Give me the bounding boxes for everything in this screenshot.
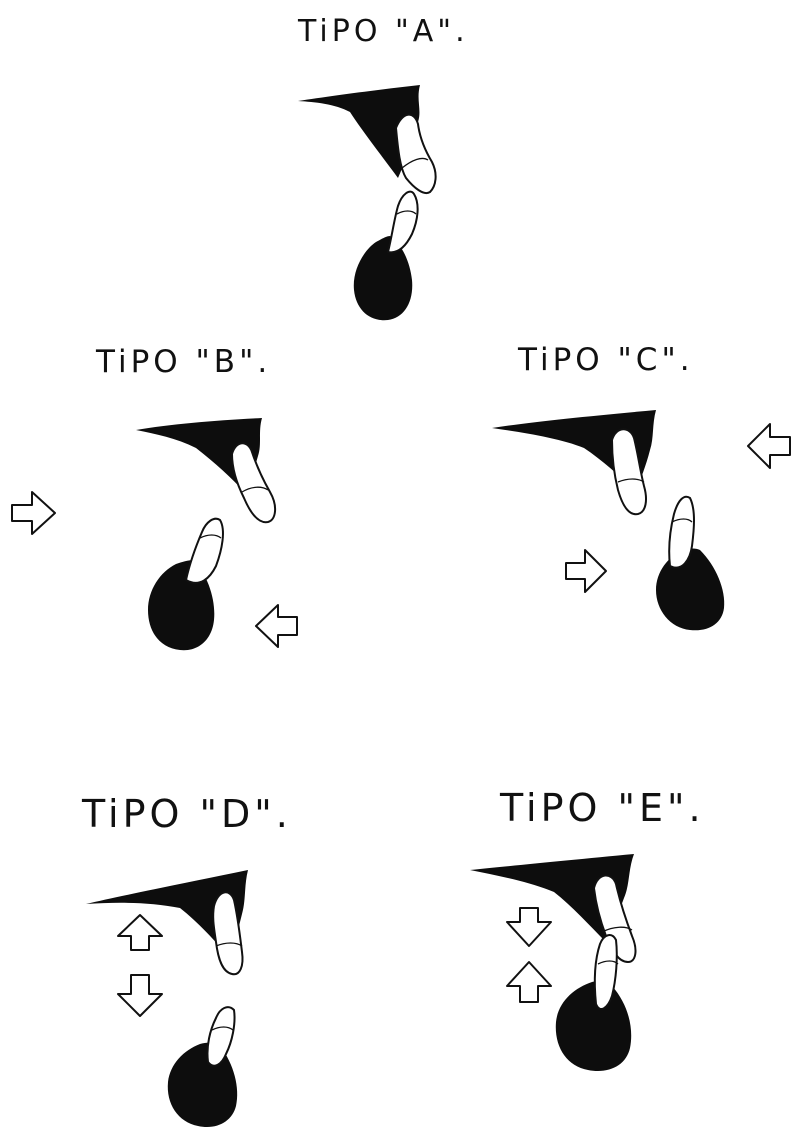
type-a-drawing bbox=[298, 85, 436, 320]
type-c-drawing bbox=[492, 410, 790, 630]
type-d-drawing bbox=[86, 870, 248, 1127]
type-d-lower-jaw bbox=[168, 1043, 237, 1127]
type-d-arrow-up-icon bbox=[118, 915, 162, 950]
type-e-drawing bbox=[470, 854, 635, 1071]
type-d-arrow-down-icon bbox=[118, 975, 162, 1016]
type-a-upper-incisor bbox=[396, 115, 436, 193]
type-b-upper-incisor bbox=[232, 443, 275, 522]
type-b-arrow-left-icon bbox=[256, 605, 297, 647]
type-a-lower-incisor bbox=[388, 192, 418, 253]
type-c-arrow-left-icon bbox=[748, 424, 790, 468]
type-b-arrow-right-icon bbox=[12, 492, 55, 534]
type-d-lower-incisor bbox=[207, 1007, 234, 1066]
type-e-arrow-up-icon bbox=[507, 962, 551, 1002]
type-a-lower-jaw bbox=[354, 236, 412, 320]
type-b-lower-incisor bbox=[186, 519, 223, 583]
type-b-drawing bbox=[12, 418, 297, 650]
type-e-lower-jaw bbox=[556, 981, 631, 1071]
type-e-arrow-down-icon bbox=[507, 908, 551, 946]
type-c-lower-jaw bbox=[656, 549, 724, 631]
type-c-arrow-right-icon bbox=[566, 550, 606, 592]
